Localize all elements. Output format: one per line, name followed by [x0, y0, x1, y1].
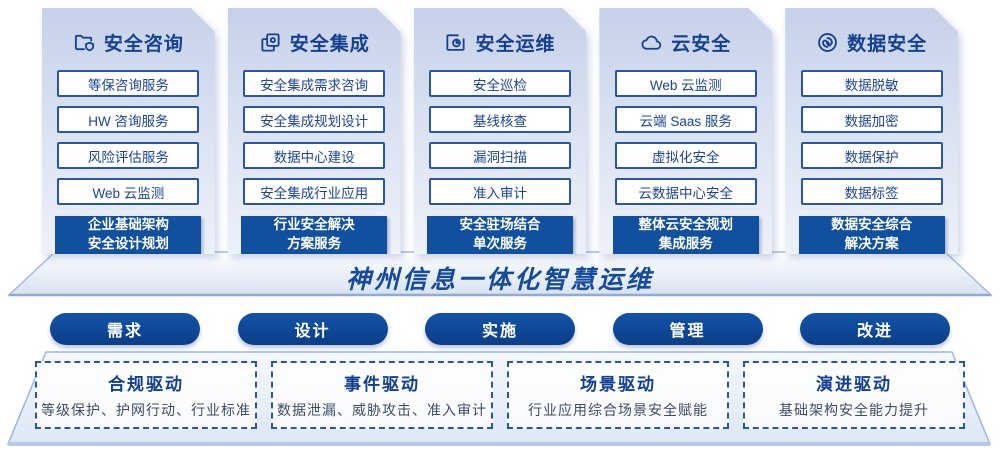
column-title: 安全咨询 [103, 33, 184, 55]
driver-title: 场景驱动 [580, 375, 656, 394]
service-item: 准入审计 [429, 178, 571, 205]
driver-desc: 等级保护、护网行动、行业标准 [41, 402, 251, 418]
service-highlight: 安全驻场结合 单次服务 [427, 216, 573, 254]
service-item: 云端 Saas 服务 [615, 106, 757, 133]
cloud-icon [640, 31, 663, 54]
service-item: 安全集成行业应用 [243, 178, 385, 205]
phase-pill-implementation: 实施 [425, 313, 575, 345]
driver-box-evolution: 演进驱动 基础架构安全能力提升 [743, 361, 965, 429]
driver-title: 事件驱动 [344, 375, 420, 394]
service-item: 数据加密 [801, 106, 943, 133]
phase-pill-design: 设计 [237, 313, 388, 345]
column-title: 安全运维 [475, 33, 556, 55]
driver-title: 合规驱动 [108, 375, 184, 394]
service-item: 风险评估服务 [57, 142, 199, 169]
service-item: 安全集成需求咨询 [243, 70, 385, 97]
service-item: 云数据中心安全 [615, 178, 757, 205]
driver-box-scenario: 场景驱动 行业应用综合场景安全赋能 [507, 361, 729, 429]
service-item: Web 云监测 [615, 70, 757, 97]
service-column-operations: 安全运维 安全巡检 基线核查 漏洞扫描 准入审计 安全驻场结合 单次服务 [414, 8, 587, 254]
service-column-cloud: 云安全 Web 云监测 云端 Saas 服务 虚拟化安全 云数据中心安全 整体云… [599, 8, 772, 254]
service-highlight: 整体云安全规划 集成服务 [613, 216, 759, 254]
service-highlight: 数据安全综合 解决方案 [799, 216, 945, 254]
banner-shape [7, 251, 993, 297]
phase-pill-management: 管理 [612, 313, 763, 345]
service-column-consulting: 安全咨询 等保咨询服务 HW 咨询服务 风险评估服务 Web 云监测 企业基础架… [42, 8, 215, 254]
phase-pill-requirement: 需求 [50, 313, 200, 345]
service-item: 等保咨询服务 [57, 70, 199, 97]
service-item: HW 咨询服务 [57, 106, 199, 133]
phase-pills: 需求 设计 实施 管理 改进 [50, 313, 950, 345]
service-item: 基线核查 [429, 106, 571, 133]
driver-box-compliance: 合规驱动 等级保护、护网行动、行业标准 [35, 361, 257, 429]
service-item: 数据脱敏 [801, 70, 943, 97]
operations-icon [444, 31, 467, 54]
service-column-data: 数据安全 数据脱敏 数据加密 数据保护 数据标签 数据安全综合 解决方案 [785, 8, 958, 254]
integration-icon [259, 31, 282, 54]
service-item: 安全巡检 [429, 70, 571, 97]
fingerprint-icon [816, 31, 839, 54]
service-item: 数据中心建设 [243, 142, 385, 169]
driver-box-incident: 事件驱动 数据泄漏、威胁攻击、准入审计 [271, 361, 493, 429]
service-item: 漏洞扫描 [429, 142, 571, 169]
column-title: 数据安全 [847, 33, 928, 55]
driver-boxes: 合规驱动 等级保护、护网行动、行业标准 事件驱动 数据泄漏、威胁攻击、准入审计 … [35, 361, 965, 429]
consulting-icon [73, 31, 96, 54]
service-item: 数据保护 [801, 142, 943, 169]
driver-title: 演进驱动 [816, 375, 892, 394]
phase-pill-improvement: 改进 [800, 313, 950, 345]
banner-title: 神州信息一体化智慧运维 [345, 266, 654, 294]
service-highlight: 行业安全解决 方案服务 [241, 216, 387, 254]
service-highlight: 企业基础架构 安全设计规划 [55, 216, 201, 254]
service-item: 安全集成规划设计 [243, 106, 385, 133]
driver-desc: 数据泄漏、威胁攻击、准入审计 [277, 402, 487, 418]
service-column-integration: 安全集成 安全集成需求咨询 安全集成规划设计 数据中心建设 安全集成行业应用 行… [228, 8, 401, 254]
service-item: 数据标签 [801, 178, 943, 205]
column-title: 云安全 [671, 33, 732, 55]
column-title: 安全集成 [289, 33, 370, 55]
platform-banner: 神州信息一体化智慧运维 [0, 250, 1000, 298]
service-columns: 安全咨询 等保咨询服务 HW 咨询服务 风险评估服务 Web 云监测 企业基础架… [42, 8, 958, 254]
service-item: Web 云监测 [57, 178, 199, 205]
driver-desc: 行业应用综合场景安全赋能 [528, 402, 708, 418]
service-item: 虚拟化安全 [615, 142, 757, 169]
driver-desc: 基础架构安全能力提升 [779, 402, 929, 418]
